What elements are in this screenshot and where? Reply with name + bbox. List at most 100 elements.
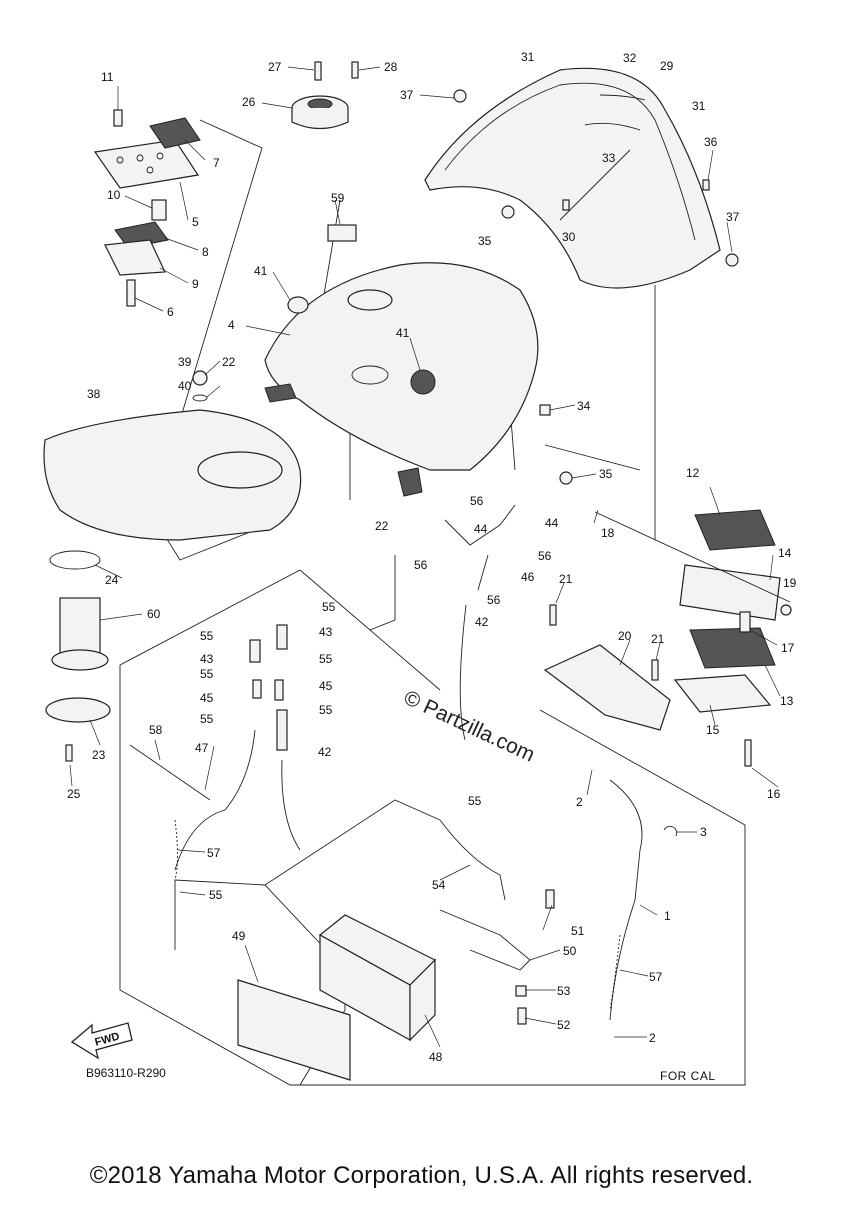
callout-17: 17 [781,641,795,655]
grommet-39 [192,370,208,386]
bracket-14 [679,564,781,621]
callout-33: 33 [602,151,616,165]
bolt-28 [351,61,359,79]
callout-56c: 56 [414,558,428,572]
hose-1 [609,779,643,1021]
callout-14: 14 [778,546,792,560]
fuel-pump [59,597,101,659]
damper-13 [689,627,776,669]
callout-46: 46 [521,570,535,584]
callout-39: 39 [178,355,192,369]
o-ring-24 [49,550,101,570]
grommet-35b [559,471,573,485]
damper-22b [397,467,423,497]
callout-57a: 57 [207,846,221,860]
callout-27: 27 [268,60,282,74]
damper-bottom [114,221,169,249]
callout-59: 59 [331,191,345,205]
callout-44b: 44 [545,516,559,530]
callout-44a: 44 [474,522,488,536]
fuel-pump-assembly [45,550,111,762]
callout-55d: 55 [200,667,214,681]
bolt-52 [517,1007,527,1025]
cap-41a [287,296,309,314]
callout-49: 49 [232,929,246,943]
callout-55c: 55 [319,652,333,666]
collar-53 [515,985,527,997]
fuel-tank [264,224,539,497]
clip-3 [663,825,678,837]
rear-cover [424,67,721,289]
filler-opening [347,289,393,311]
grommet-37b [725,253,739,267]
screw-11 [113,109,123,127]
callout-10: 10 [107,188,121,202]
callout-11: 11 [101,70,114,84]
callout-50: 50 [563,944,577,958]
leader-lines [69,66,781,1048]
bracket-20 [543,644,671,731]
callout-21a: 21 [559,572,573,586]
hose-42a [459,604,467,741]
callout-19: 19 [783,576,797,590]
nut-19 [780,604,792,616]
callout-30: 30 [562,230,576,244]
callout-1: 1 [664,909,671,923]
callout-58: 58 [149,723,163,737]
callout-3: 3 [700,825,707,839]
tie-58 [129,744,211,801]
joint-45a [252,679,262,699]
callout-labels: 11 7 10 5 8 9 6 27 28 26 31 32 29 37 31 … [67,50,797,1064]
callout-43a: 43 [200,652,214,666]
callout-23: 23 [92,748,106,762]
fuel-cap-assembly [291,61,359,130]
bracket-50 [439,909,531,971]
hose-47 [174,729,256,871]
callout-24: 24 [105,573,119,587]
callout-56b: 56 [538,549,552,563]
callout-45a: 45 [200,691,214,705]
bolt-6 [126,279,136,307]
callout-54: 54 [432,878,446,892]
grommet-37a [453,89,467,103]
callout-13: 13 [780,694,794,708]
grommet-35a [501,205,515,219]
collar-17 [739,611,751,633]
collar [151,199,167,221]
copyright-notice: ©2018 Yamaha Motor Corporation, U.S.A. A… [89,1162,754,1189]
callout-43b: 43 [319,625,333,639]
hoses-and-clamps [129,504,643,1021]
callout-6: 6 [167,305,174,319]
damper-top [149,117,201,149]
pump-gasket-23 [45,697,111,723]
callout-38: 38 [87,387,101,401]
callout-35a: 35 [478,234,492,248]
rear-cover-assembly [424,67,739,289]
nut-34 [539,404,551,416]
callout-2b: 2 [649,1031,656,1045]
joint-45b [274,679,284,701]
callout-41a: 41 [254,264,268,278]
callout-7: 7 [213,156,220,170]
callout-22a: 22 [222,355,236,369]
region-note: FOR CAL [660,1069,716,1083]
callout-56a: 56 [470,494,484,508]
callout-15: 15 [706,723,720,737]
callout-29: 29 [660,59,674,73]
callout-16: 16 [767,787,781,801]
plate-lower [104,239,166,276]
plate-15 [673,674,772,713]
protector-57b [609,934,621,1011]
pump-opening [197,451,283,489]
bracket-assembly [93,109,201,307]
bolt-51 [545,889,555,909]
diagram-code: B963110-R290 [86,1066,166,1080]
callout-32: 32 [623,51,637,65]
callout-36: 36 [704,135,718,149]
callout-18: 18 [601,526,615,540]
tank-housing [43,370,302,541]
callout-22b: 22 [375,519,389,533]
hose-42b [276,709,288,751]
